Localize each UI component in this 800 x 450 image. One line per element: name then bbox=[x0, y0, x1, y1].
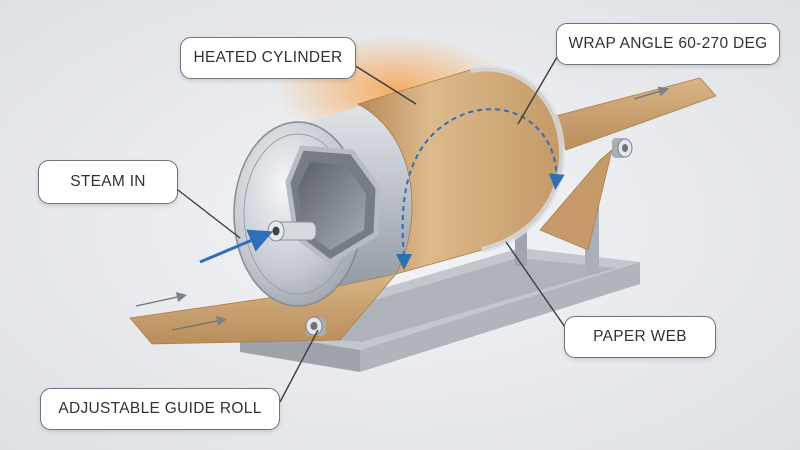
steam-in-label: STEAM IN bbox=[38, 160, 178, 204]
steam-arrow bbox=[199, 229, 274, 264]
wrap-angle-label: WRAP ANGLE 60-270 DEG bbox=[556, 23, 780, 65]
heated-cylinder-label: HEATED CYLINDER bbox=[180, 37, 356, 79]
paper-web-sag bbox=[539, 148, 613, 251]
wrap-angle-arc bbox=[401, 108, 565, 257]
paper-web-label: PAPER WEB bbox=[564, 316, 716, 358]
leader-lines bbox=[177, 51, 568, 403]
right-guide-roll-shape bbox=[612, 138, 633, 158]
guide-roll-label: ADJUSTABLE GUIDE ROLL bbox=[40, 388, 280, 430]
steam-nozzle bbox=[267, 220, 317, 242]
